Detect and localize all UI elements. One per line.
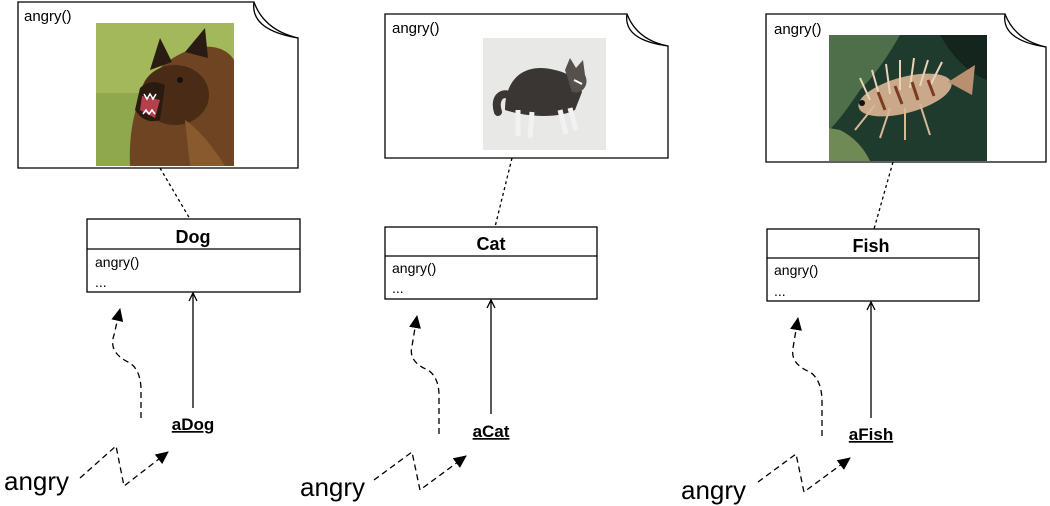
fish-class-box[interactable]: Fish angry() ...: [766, 228, 980, 302]
dog-class-method: angry(): [95, 254, 139, 270]
fish-object-name[interactable]: aFish: [849, 425, 893, 444]
dog-class-box[interactable]: Dog angry() ...: [86, 218, 301, 293]
cat-message-label: angry: [300, 472, 365, 502]
fish-photo: [829, 35, 987, 161]
cat-class-method: angry(): [392, 260, 436, 276]
fish-note-label: angry(): [774, 21, 822, 38]
dog-column: angry() Dog angry() ...: [4, 1, 301, 496]
cat-class-ellipsis: ...: [392, 280, 404, 296]
cat-photo: [483, 38, 606, 150]
cat-note: angry(): [384, 13, 669, 159]
cat-column: angry() Cat angry() ... aCat: [300, 13, 669, 502]
cat-class-name: Cat: [476, 234, 505, 254]
fish-class-name: Fish: [852, 236, 889, 256]
fish-class-ellipsis: ...: [774, 283, 786, 299]
cat-message-arrow: [373, 450, 467, 492]
fish-message-label: angry: [681, 475, 746, 505]
cat-object-name[interactable]: aCat: [473, 422, 510, 441]
fish-note: angry(): [765, 13, 1047, 163]
dog-note-connector: [159, 167, 191, 220]
dog-note: angry(): [17, 1, 299, 169]
dog-class-name: Dog: [176, 227, 211, 247]
cat-class-box[interactable]: Cat angry() ...: [384, 226, 598, 300]
cat-note-label: angry(): [392, 20, 440, 37]
cat-note-connector: [494, 157, 513, 228]
fish-class-method: angry(): [774, 262, 818, 278]
fish-note-connector: [873, 161, 894, 230]
dog-note-label: angry(): [24, 8, 72, 25]
dog-message-label: angry: [4, 466, 69, 496]
fish-lookup-arrow: [790, 317, 823, 436]
dog-lookup-arrow: [111, 308, 142, 418]
cat-lookup-arrow: [409, 315, 440, 434]
fish-message-arrow: [757, 452, 851, 494]
fish-column: angry() Fish angry() ... aFi: [681, 13, 1047, 505]
dog-message-arrow: [79, 444, 169, 488]
dog-photo: [96, 23, 234, 167]
dog-class-ellipsis: ...: [95, 274, 107, 290]
dog-object-name[interactable]: aDog: [172, 415, 215, 434]
